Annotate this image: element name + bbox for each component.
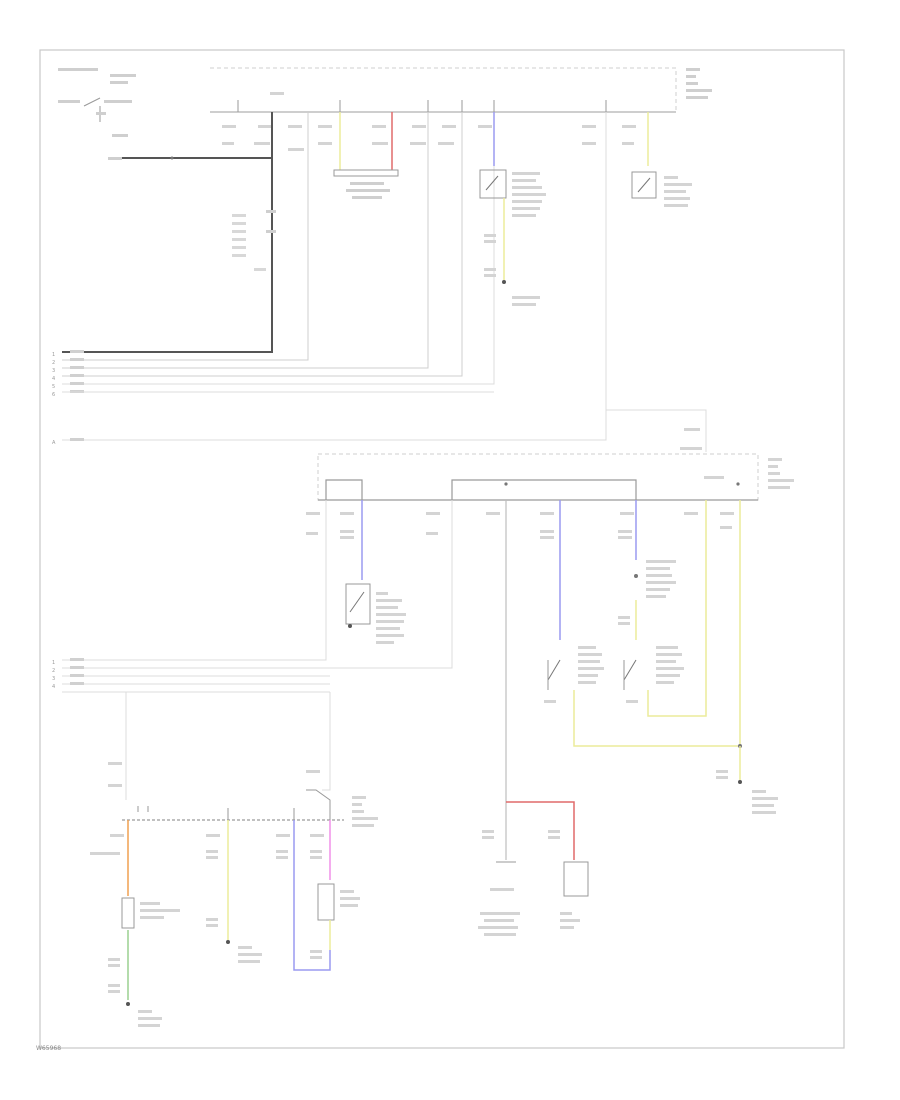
svg-text:3: 3 (52, 368, 55, 374)
svg-text:3: 3 (52, 676, 55, 682)
diagram-code: W65968 (36, 1045, 62, 1052)
svg-text:4: 4 (52, 376, 55, 382)
fuel-level-sensor (293, 820, 360, 971)
top-control-module (210, 67, 712, 113)
temperature-sensor-top (333, 112, 399, 199)
warning-lamp (478, 500, 589, 936)
ground-point (206, 820, 262, 963)
pressure-switch-top (479, 112, 546, 306)
middle-wires: 1 2 3 4 (52, 500, 453, 693)
clutch-switch (618, 500, 684, 703)
bottom-control-module (90, 692, 378, 859)
pressure-sensor-middle (340, 500, 406, 644)
yellow-circuit (573, 500, 778, 814)
svg-text:2: 2 (52, 668, 55, 674)
switch-top-right (631, 112, 692, 207)
svg-text:1: 1 (52, 352, 55, 358)
left-bundle-numbers: 1 2 3 4 5 6 A (52, 352, 56, 446)
diagram-frame (39, 49, 845, 1049)
left-bundle-labels (70, 350, 84, 441)
svg-text:6: 6 (52, 392, 55, 398)
ignition-switch (58, 68, 272, 160)
svg-text:1: 1 (52, 660, 55, 666)
top-pin-drops (62, 92, 636, 441)
middle-control-module (306, 409, 794, 535)
svg-text:2: 2 (52, 360, 55, 366)
svg-text:4: 4 (52, 684, 55, 690)
brake-switch (540, 500, 604, 703)
svg-text:A: A (52, 440, 56, 446)
speed-sensor (108, 820, 180, 1027)
svg-text:5: 5 (52, 384, 55, 390)
